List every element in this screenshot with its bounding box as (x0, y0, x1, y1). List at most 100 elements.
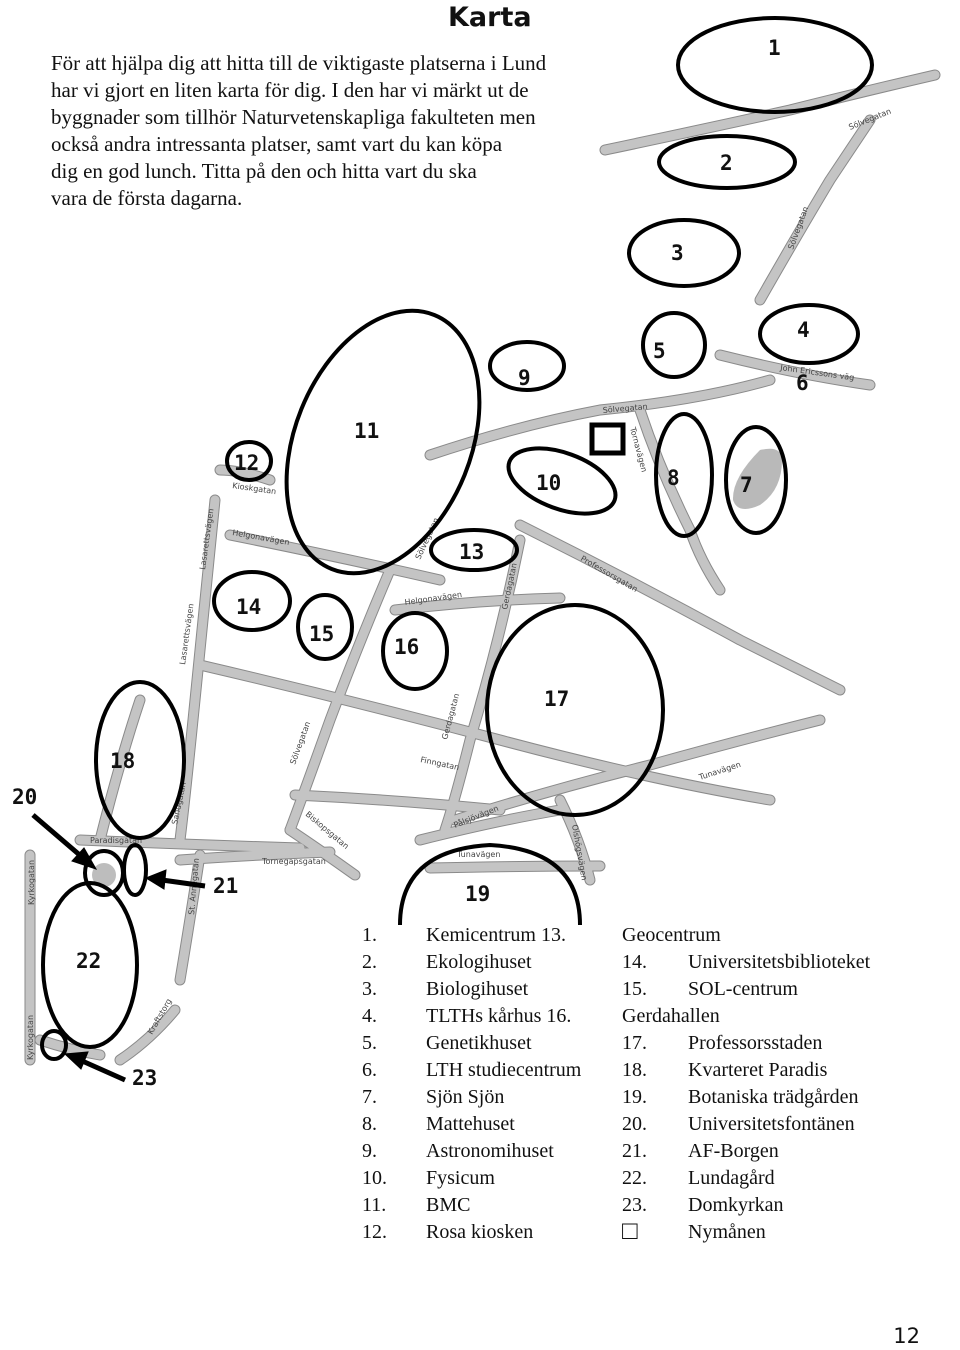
intro-line: För att hjälpa dig att hitta till de vik… (51, 51, 547, 75)
street-label: Paradisgatan (90, 836, 142, 845)
legend-number: □ (622, 1216, 638, 1245)
legend-number: 8. (362, 1113, 377, 1135)
arrow-20-head (71, 847, 98, 870)
legend-label: Ekologihuset (426, 951, 532, 973)
marker-7: 7 (740, 473, 753, 497)
street-label: Tornegapsgatan (261, 857, 326, 866)
location-ring-17 (485, 603, 665, 817)
arrow-20 (31, 813, 84, 859)
location-ring-10 (506, 446, 618, 516)
marker-10: 10 (536, 471, 561, 495)
page-title: Karta (448, 2, 532, 33)
street-label: Tunavägen (697, 760, 742, 782)
legend-label: LTH studiecentrum (426, 1059, 582, 1081)
legend-label: Gerdahallen (622, 1005, 720, 1027)
street-label: Tunavägen (456, 850, 500, 859)
location-ring-11 (284, 308, 482, 576)
legend-label: Astronomihuset (426, 1140, 554, 1162)
legend-number: 3. (362, 978, 377, 1000)
marker-5: 5 (653, 339, 666, 363)
pointer-arrows (31, 813, 206, 1083)
marker-2: 2 (720, 151, 733, 175)
location-ring-16 (381, 611, 449, 691)
intro-line: vara de första dagarna. (51, 186, 243, 210)
legend-label: Botaniska trädgården (688, 1086, 859, 1108)
legend-label: Professorsstaden (688, 1032, 823, 1054)
legend-label: Universitetsbiblioteket (688, 951, 871, 973)
nymanen-square (589, 422, 626, 456)
location-ring-1 (676, 16, 874, 114)
location-ring-4 (758, 303, 860, 365)
location-ring-22 (41, 881, 139, 1049)
street-label: Lasarettsvägen (178, 603, 195, 665)
street-label: Kyrkogatan (27, 860, 36, 905)
legend-label: Domkyrkan (688, 1194, 784, 1216)
street-label: Kyrkogatan (26, 1015, 35, 1060)
marker-17: 17 (544, 687, 569, 711)
legend-label: SOL-centrum (688, 978, 798, 1000)
legend-label: BMC (426, 1194, 471, 1216)
map-legend: 1.Kemicentrum 13. 2.Ekologihuset 3.Biolo… (362, 922, 922, 1252)
marker-3: 3 (671, 241, 684, 265)
marker-9: 9 (518, 366, 531, 390)
location-ring-14 (212, 570, 292, 632)
legend-number: 23. (622, 1194, 647, 1216)
location-ring-21 (122, 843, 148, 897)
location-ring-18 (94, 680, 186, 840)
location-ring-3 (627, 218, 741, 288)
marker-16: 16 (394, 635, 419, 659)
location-ring-19 (398, 842, 582, 926)
legend-label: Rosa kiosken (426, 1221, 534, 1243)
street-labels: Sölvegatan Sölvegatan John Ericssons väg… (26, 107, 892, 1060)
intro-text: För att hjälpa dig att hitta till de vik… (51, 50, 621, 212)
marker-4: 4 (797, 318, 810, 342)
street-label: Sölvegatan (602, 402, 648, 415)
legend-number: 20. (622, 1113, 647, 1135)
legend-number: 15. (622, 978, 647, 1000)
legend-number: 21. (622, 1140, 647, 1162)
location-ring-12 (225, 440, 273, 482)
legend-number: 9. (362, 1140, 377, 1162)
marker-15: 15 (309, 622, 334, 646)
legend-label: Mattehuset (426, 1113, 515, 1135)
intro-line: dig en god lunch. Titta på den och hitta… (51, 159, 477, 183)
legend-label: Nymånen (688, 1221, 766, 1243)
marker-12: 12 (234, 451, 259, 475)
marker-1: 1 (768, 36, 781, 60)
legend-label: Fysicum (426, 1167, 495, 1189)
marker-14: 14 (236, 595, 261, 619)
legend-label: TLTHs kårhus 16. (426, 1005, 572, 1027)
legend-number: 10. (362, 1167, 387, 1189)
legend-number: 2. (362, 951, 377, 973)
legend-label: Universitetsfontänen (688, 1113, 855, 1135)
arrow-23-head (63, 1051, 89, 1070)
page-number: 12 (893, 1324, 920, 1348)
street-label: Professorsgatan (579, 554, 639, 594)
legend-number: 6. (362, 1059, 377, 1081)
arrow-23 (78, 1057, 127, 1083)
marker-22: 22 (76, 949, 101, 973)
marker-21: 21 (213, 874, 238, 898)
intro-line: också andra intressanta platser, samt va… (51, 132, 503, 156)
legend-label: Kvarteret Paradis (688, 1059, 828, 1081)
legend-number: 5. (362, 1032, 377, 1054)
marker-13: 13 (459, 540, 484, 564)
street-label: Sölvegatan (288, 720, 312, 765)
legend-number: 7. (362, 1086, 377, 1108)
legend-number: 12. (362, 1221, 387, 1243)
legend-number: 14. (622, 951, 647, 973)
location-ring-2 (657, 134, 797, 190)
legend-label: Biologihuset (426, 978, 529, 1000)
marker-8: 8 (667, 466, 680, 490)
marker-23: 23 (132, 1066, 157, 1090)
location-ring-8 (654, 412, 714, 538)
lake-shape (732, 448, 782, 509)
legend-number: 19. (622, 1086, 647, 1108)
marker-19: 19 (465, 882, 490, 906)
location-ring-13 (429, 528, 519, 572)
intro-line: byggnader som tillhör Naturvetenskapliga… (51, 105, 536, 129)
legend-number: 1. (362, 924, 377, 946)
legend-label: AF-Borgen (688, 1140, 779, 1162)
marker-11: 11 (354, 419, 379, 443)
